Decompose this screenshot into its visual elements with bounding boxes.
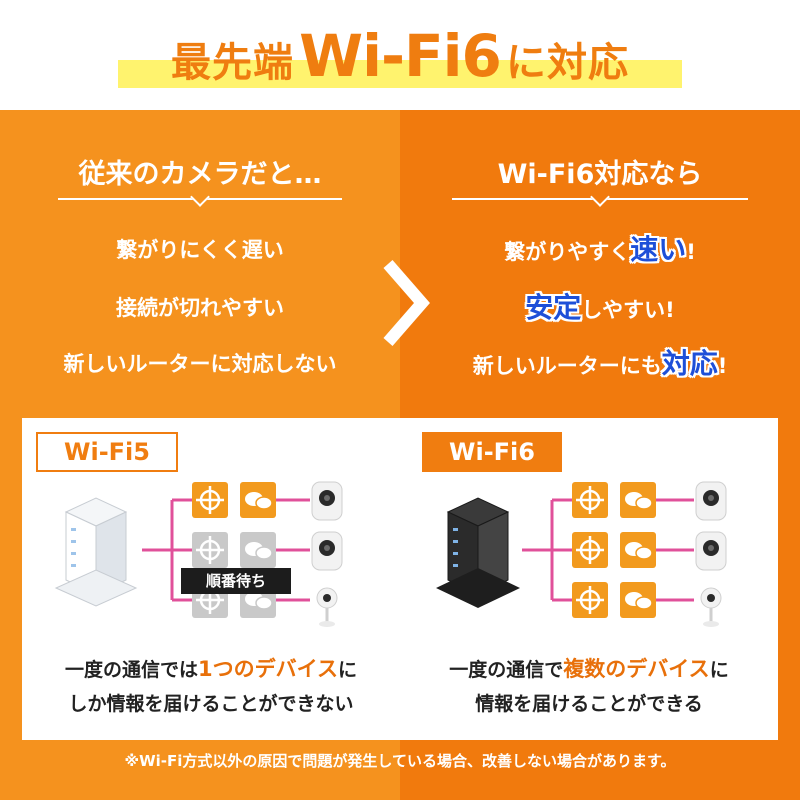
wifi5-caption-post: に <box>337 659 357 681</box>
left-feature-3: 新しいルーターに対応しない <box>63 352 337 376</box>
title-wifi6: Wi-Fi6 <box>299 22 502 90</box>
security-camera-icon <box>311 531 343 571</box>
target-icon <box>572 482 608 518</box>
wifi6-caption: 一度の通信で複数のデバイスに 情報を届けることができる <box>400 652 778 721</box>
right-feature-3-text: 新しいルーターにも <box>472 354 662 378</box>
right-feature-3-emphasis: 対応 <box>661 347 718 380</box>
wifi5-caption-line2: しか情報を届けることができない <box>68 693 354 715</box>
wifi6-caption-post: に <box>709 659 729 681</box>
security-camera-icon <box>311 481 343 521</box>
right-feature-1-emphasis: 速い <box>630 233 687 266</box>
target-icon <box>572 532 608 568</box>
wifi6-tag: Wi-Fi6 <box>422 432 562 472</box>
title-suffix: に対応 <box>505 40 629 86</box>
router-icon <box>436 497 520 608</box>
left-heading: 従来のカメラだと… <box>78 159 322 190</box>
left-feature-2: 接続が切れやすい <box>116 296 284 320</box>
network-diagram <box>54 481 727 627</box>
target-icon <box>572 582 608 618</box>
title-highlight-bar <box>118 60 682 88</box>
wifi5-caption-line1: 一度の通信では1つのデバイスに <box>22 652 400 687</box>
chat-bubbles-icon <box>620 582 656 618</box>
wifi6-caption-line2: 情報を届けることができる <box>475 693 703 715</box>
page-title: 最先端 Wi-Fi6 に対応 <box>0 22 800 102</box>
waiting-label: 順番待ち <box>181 568 291 594</box>
title-prefix: 最先端 <box>171 40 294 86</box>
security-camera-icon <box>316 587 338 627</box>
chat-bubbles-icon <box>620 482 656 518</box>
left-feature-1: 繋がりにくく遅い <box>116 238 284 262</box>
security-camera-icon <box>695 531 727 571</box>
chat-bubbles-icon <box>240 482 276 518</box>
right-feature-2: 安定しやすい! <box>400 286 800 326</box>
right-feature-1-suffix: ! <box>686 240 696 264</box>
chevron-right-icon <box>383 260 430 346</box>
wifi5-caption-pre: 一度の通信では <box>64 659 198 681</box>
security-camera-icon <box>695 481 727 521</box>
wifi6-caption-line1: 一度の通信で複数のデバイスに <box>400 652 778 687</box>
target-icon <box>192 532 228 568</box>
wifi6-caption-pre: 一度の通信で <box>449 659 564 681</box>
wifi5-caption: 一度の通信では1つのデバイスに しか情報を届けることができない <box>22 652 400 721</box>
header <box>0 0 800 110</box>
chat-bubbles-icon <box>240 532 276 568</box>
right-feature-1-text: 繋がりやすく <box>504 240 631 264</box>
right-heading: Wi-Fi6対応なら <box>497 159 703 190</box>
footnote: ※Wi-Fi方式以外の原因で問題が発生している場合、改善しない場合があります。 <box>124 752 676 770</box>
wifi5-caption-accent: 1つのデバイス <box>198 657 338 681</box>
right-feature-1: 繋がりやすく速い! <box>400 228 800 268</box>
right-feature-2-emphasis: 安定 <box>525 291 582 324</box>
right-feature-2-text: しやすい! <box>581 298 675 322</box>
target-icon <box>192 482 228 518</box>
router-icon <box>54 497 138 607</box>
wifi5-tag: Wi-Fi5 <box>36 432 178 472</box>
right-feature-3: 新しいルーターにも対応! <box>400 342 800 382</box>
chat-bubbles-icon <box>620 532 656 568</box>
wifi6-caption-accent: 複数のデバイス <box>563 657 710 681</box>
right-feature-3-suffix: ! <box>717 354 728 378</box>
security-camera-icon <box>700 587 722 627</box>
